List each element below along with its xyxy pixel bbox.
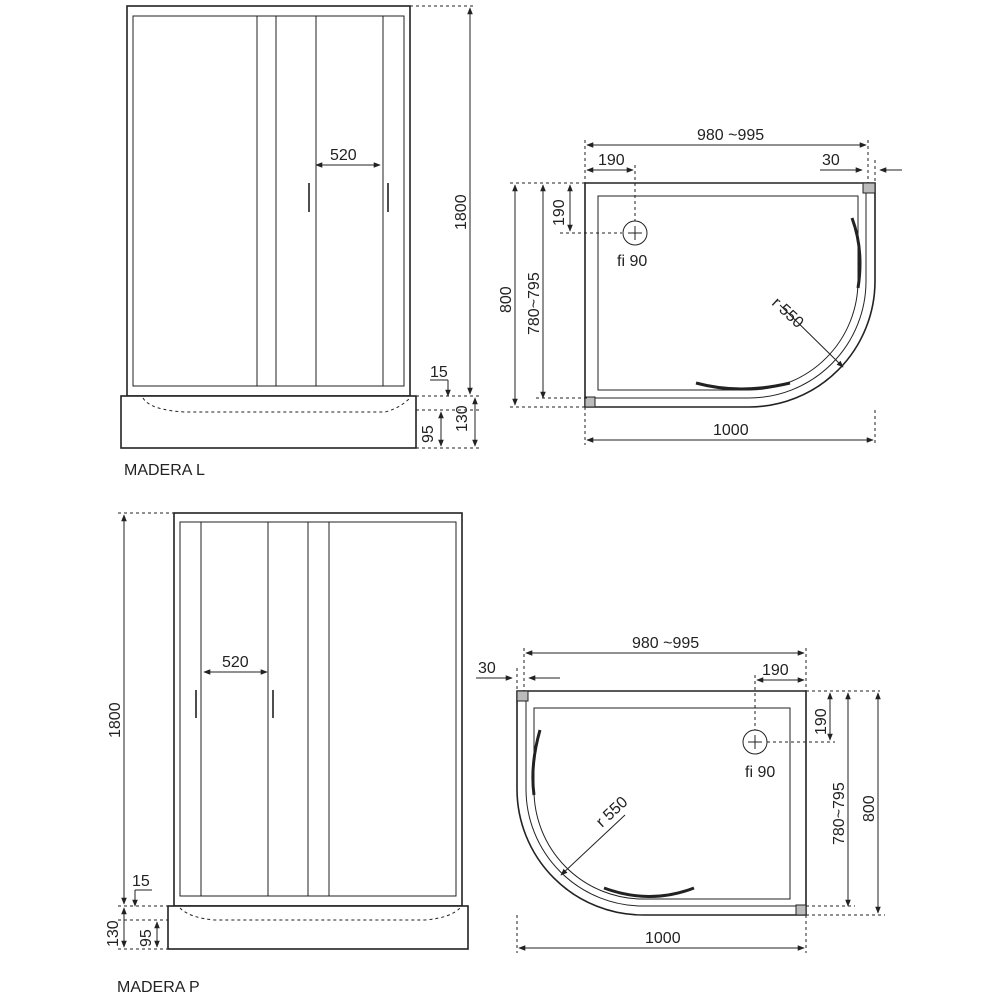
width-dimension: 1000: [713, 422, 749, 439]
tray-height-dimension: 130: [105, 920, 122, 947]
tray-inner-outline: [533, 707, 791, 900]
door-opening-dimension: 520: [330, 147, 357, 164]
madera-l-front-view: [120, 5, 417, 449]
drain-diameter-label: fi 90: [617, 253, 647, 270]
drain-offset-x-dimension: 190: [762, 662, 789, 679]
madera-p-front-dimensions: 520 1800 15 130 95: [105, 512, 268, 950]
madera-p-plan-dimensions: 980 ~995 190 30 190 780~795 800 fi 90 r …: [476, 635, 885, 953]
door-opening-dimension: 520: [222, 654, 249, 671]
height-dimension: 1800: [107, 702, 124, 738]
tray-inner-outline: [597, 195, 859, 391]
shower-tray: [120, 395, 417, 449]
drain-offset-y-dimension: 190: [551, 199, 568, 226]
cabin-inner-frame: [179, 521, 457, 897]
radius-label: r 550: [768, 294, 806, 331]
shower-tray: [167, 905, 469, 950]
tray-outline: [516, 690, 807, 916]
wall-gap-dimension: 30: [478, 660, 496, 677]
drain-diameter-label: fi 90: [745, 764, 775, 781]
depth-dimension: 800: [861, 795, 878, 822]
width-range-dimension: 980 ~995: [697, 127, 764, 144]
cabin-inner-frame: [132, 15, 405, 387]
tray-inner-dimension: 95: [420, 425, 437, 443]
depth-range-dimension: 780~795: [526, 272, 543, 335]
width-dimension: 1000: [645, 930, 681, 947]
depth-range-dimension: 780~795: [831, 782, 848, 845]
madera-l-front-dimensions: 520 1800 15 130 95: [315, 5, 480, 449]
madera-l-plan-dimensions: 980 ~995 190 30 190 780~795 800 fi 90 r …: [498, 127, 902, 445]
cabin-frame: [126, 5, 411, 397]
cabin-frame: [173, 512, 463, 907]
drain-offset-y-dimension: 190: [813, 708, 830, 735]
frame-gap-dimension: 15: [132, 873, 150, 890]
radius-label: r 550: [593, 794, 631, 831]
drain-offset-x-dimension: 190: [598, 152, 625, 169]
model-label-right: MADERA P: [117, 979, 200, 996]
tray-outline: [584, 182, 876, 408]
height-dimension: 1800: [453, 194, 470, 230]
depth-dimension: 800: [498, 286, 515, 313]
madera-p-front-view: [167, 512, 469, 950]
madera-p-plan-view: [516, 690, 807, 916]
model-label-left: MADERA L: [124, 462, 205, 479]
width-range-dimension: 980 ~995: [632, 635, 699, 652]
tray-inner-dimension: 95: [138, 929, 155, 947]
madera-l-plan-view: [584, 182, 876, 408]
frame-gap-dimension: 15: [430, 364, 448, 381]
tray-height-dimension: 130: [454, 405, 471, 432]
wall-gap-dimension: 30: [822, 152, 840, 169]
